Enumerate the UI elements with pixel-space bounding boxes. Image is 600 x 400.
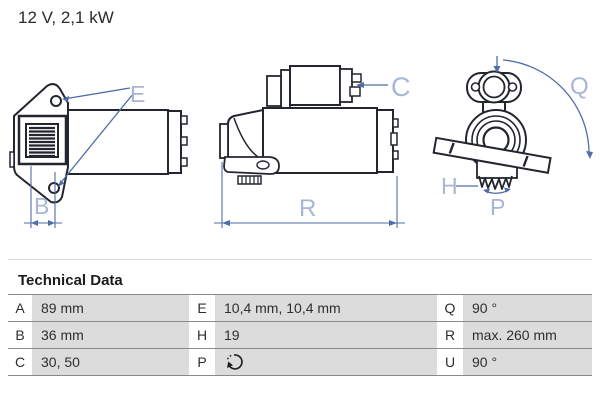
value-E: 10,4 mm, 10,4 mm — [215, 295, 437, 321]
value-A: 89 mm — [32, 295, 189, 321]
side-view-drawing — [219, 65, 399, 185]
starter-motor-diagram: E B — [9, 56, 593, 228]
dim-label-E: E — [130, 81, 145, 107]
dim-lines-E-B — [24, 87, 134, 228]
key-E: E — [189, 295, 215, 321]
dim-arrows-Q-P — [483, 66, 593, 194]
dim-label-C: C — [391, 72, 411, 102]
value-B: 36 mm — [32, 322, 189, 348]
dim-label-Q: Q — [570, 73, 589, 100]
section-divider — [8, 259, 592, 260]
key-C: C — [8, 349, 32, 375]
counterclockwise-rotation-icon — [227, 354, 243, 370]
key-R: R — [437, 322, 463, 348]
dim-label-H: H — [441, 173, 458, 199]
value-Q: 90 ° — [463, 295, 592, 321]
table-row: B 36 mm H 19 R max. 260 mm — [8, 322, 592, 349]
dim-label-B: B — [34, 193, 49, 219]
technical-data-table: A 89 mm E 10,4 mm, 10,4 mm Q 90 ° B 36 m… — [8, 294, 592, 376]
key-P: P — [189, 349, 215, 375]
key-U: U — [437, 349, 463, 375]
value-C: 30, 50 — [32, 349, 189, 375]
key-Q: Q — [437, 295, 463, 321]
table-row: C 30, 50 P U 90 ° — [8, 349, 592, 376]
rear-view-drawing — [9, 83, 188, 204]
key-A: A — [8, 295, 32, 321]
key-B: B — [8, 322, 32, 348]
value-P — [215, 349, 437, 375]
technical-data-section: Technical Data A 89 mm E 10,4 mm, 10,4 m… — [8, 272, 592, 376]
key-H: H — [189, 322, 215, 348]
value-U: 90 ° — [463, 349, 592, 375]
technical-data-heading: Technical Data — [18, 272, 123, 289]
value-H: 19 — [215, 322, 437, 348]
page-title: 12 V, 2,1 kW — [18, 8, 114, 27]
dim-arrows-C-R — [222, 82, 397, 226]
dim-label-P: P — [490, 194, 505, 220]
front-view-drawing — [432, 70, 552, 190]
dim-label-R: R — [299, 195, 316, 222]
table-row: A 89 mm E 10,4 mm, 10,4 mm Q 90 ° — [8, 295, 592, 322]
value-R: max. 260 mm — [463, 322, 592, 348]
dim-arrows-E-B — [31, 96, 69, 226]
